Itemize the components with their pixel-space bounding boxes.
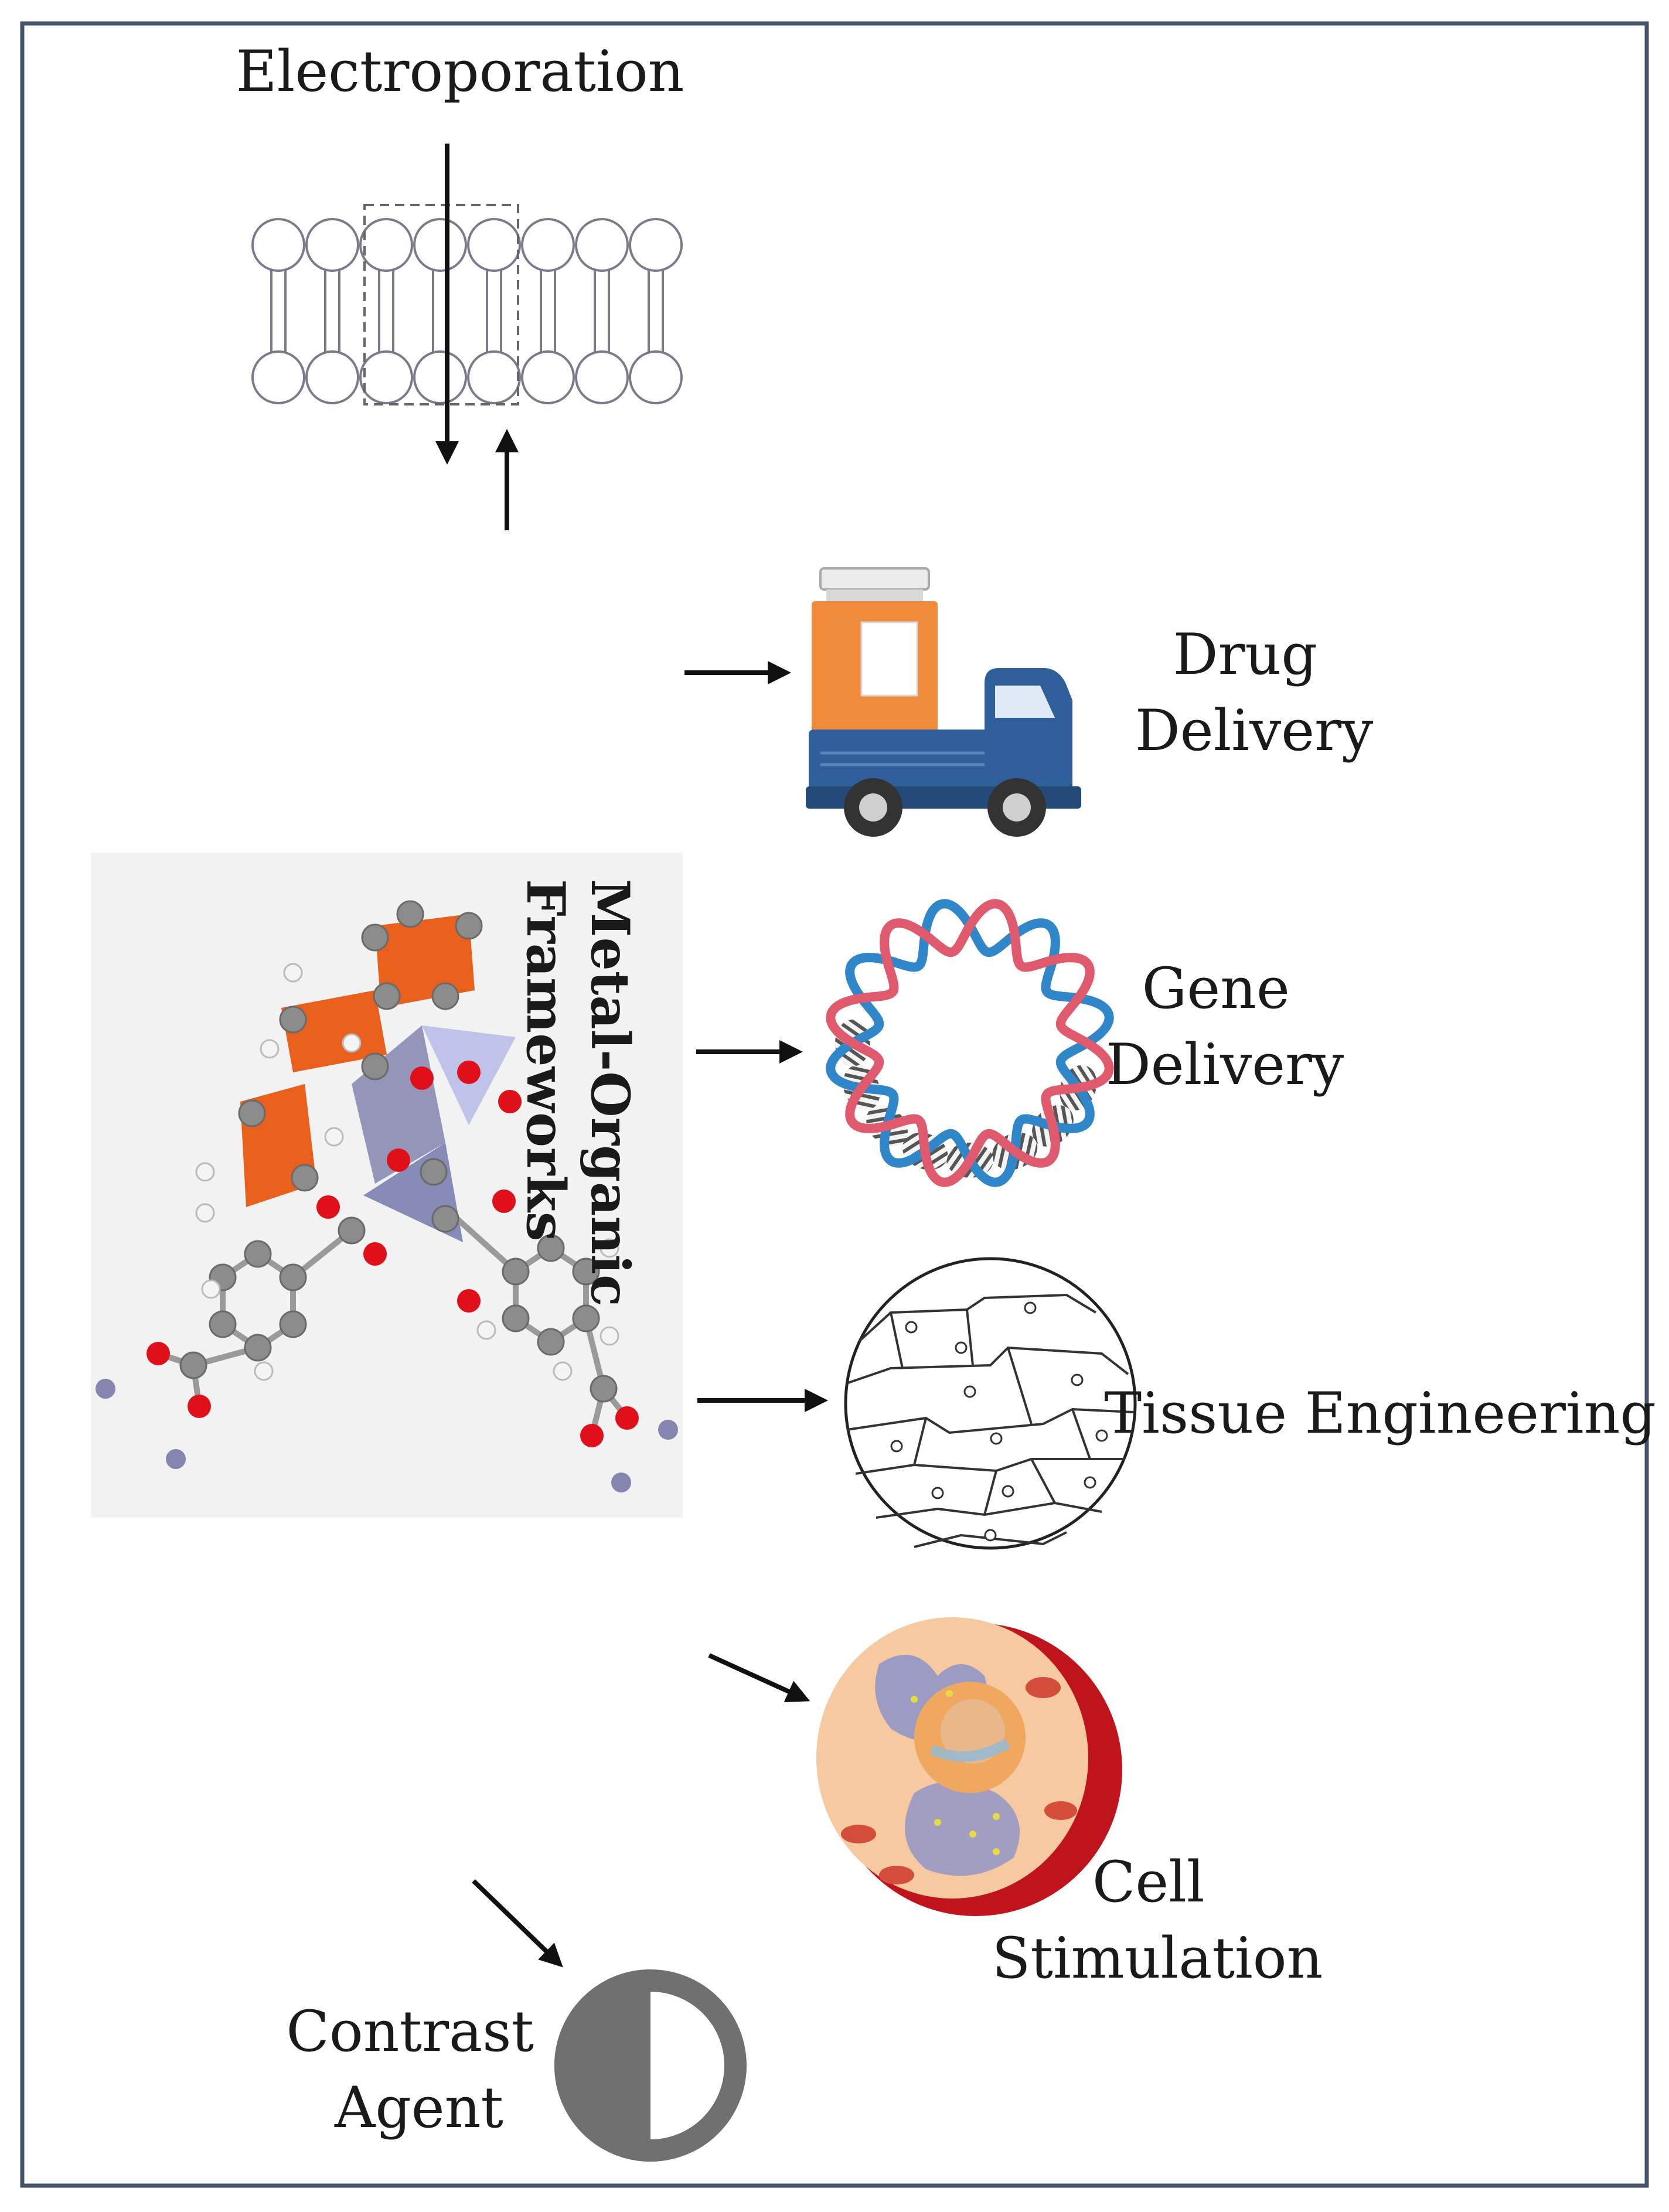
gene-delivery-label: Gene Delivery: [1106, 956, 1344, 1098]
drug-delivery-label: Drug Delivery: [1135, 622, 1373, 764]
tissue-icon: [844, 1257, 1137, 1550]
lipid-molecule: [521, 218, 575, 404]
gene-delivery-label-line2: Delivery: [1106, 1032, 1344, 1098]
arrow-to-cell-stimulation: [708, 1653, 810, 1702]
drug-delivery-label-line2: Delivery: [1135, 698, 1373, 764]
pore-region-box: [363, 204, 519, 405]
lipid-molecule: [467, 218, 521, 404]
contrast-agent-label-line2: Agent: [334, 2075, 503, 2141]
tissue-engineering-label: Tissue Engineering: [1104, 1381, 1656, 1446]
mof-label: Metal-Organic Frameworks: [515, 879, 641, 1325]
contrast-agent-label: Contrast Agent: [286, 1999, 551, 2141]
dna-plasmid-icon: [826, 899, 1114, 1187]
lipid-molecule: [305, 218, 359, 404]
truck-icon: [806, 567, 1081, 837]
gene-delivery-label-line1: Gene: [1142, 956, 1290, 1021]
lipid-bilayer-icon: [251, 218, 683, 404]
lipid-molecule: [575, 218, 629, 404]
lipid-molecule: [251, 218, 305, 404]
cell-stimulation-label-line1: Cell: [1092, 1849, 1205, 1915]
arrow-to-contrast-agent: [472, 1879, 563, 1968]
cell-stimulation-label-line2: Stimulation: [992, 1925, 1323, 1991]
contrast-icon: [554, 1969, 747, 2162]
cell-icon: [816, 1617, 1122, 1916]
mof-label-line1: Metal-Organic: [579, 879, 641, 1307]
mof-label-line2: Frameworks: [515, 879, 577, 1242]
electroporation-title: Electroporation: [236, 39, 684, 104]
lipid-molecule: [413, 218, 467, 404]
outer-frame: [20, 21, 1649, 2188]
lipid-molecule: [359, 218, 413, 404]
lipid-molecule: [629, 218, 683, 404]
cell-stimulation-label: Cell Stimulation: [992, 1849, 1323, 1991]
contrast-agent-label-line1: Contrast: [286, 1999, 534, 2064]
drug-delivery-label-line1: Drug: [1173, 622, 1317, 687]
mof-molecule-icon: [96, 900, 678, 1492]
